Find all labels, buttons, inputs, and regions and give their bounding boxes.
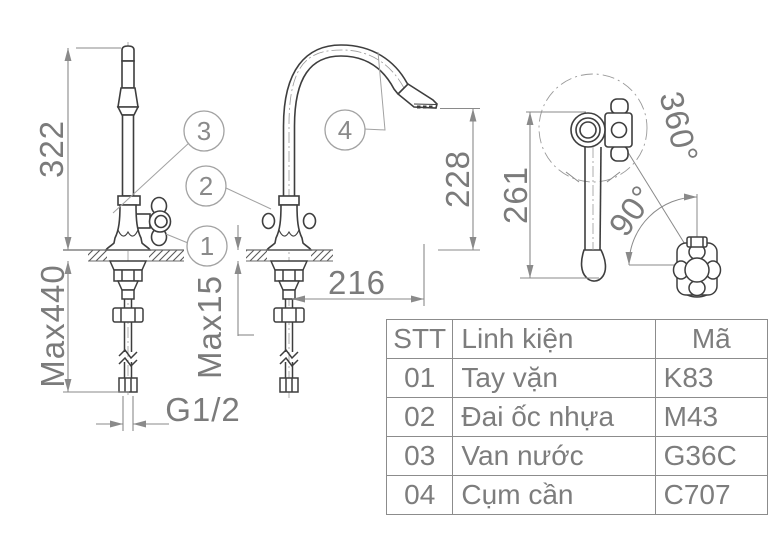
table-row: 01 Tay vặn K83 bbox=[385, 358, 768, 398]
callout-3: 3 bbox=[183, 110, 225, 152]
counter-section-left bbox=[63, 249, 184, 262]
dim-216 bbox=[292, 244, 425, 306]
counter-section-middle bbox=[246, 249, 333, 262]
callout-1: 1 bbox=[186, 225, 228, 267]
part-code: K83 bbox=[654, 358, 768, 398]
handle-top-view bbox=[672, 236, 722, 298]
dim-261-label: 261 bbox=[497, 166, 534, 224]
header-ma: Mã bbox=[654, 319, 768, 359]
angle-90-label: 90° bbox=[601, 178, 662, 243]
dim-max440-label: Max440 bbox=[34, 264, 71, 387]
header-linh-kien: Linh kiện bbox=[452, 319, 656, 359]
callout-3-label: 3 bbox=[197, 116, 211, 146]
dim-216-label: 216 bbox=[328, 264, 386, 301]
dim-max440 bbox=[63, 261, 129, 393]
dim-max15 bbox=[234, 225, 254, 336]
dim-g12-label: G1/2 bbox=[165, 391, 241, 428]
angle-360-label: 360° bbox=[652, 88, 705, 167]
parts-table-header-row: STT Linh kiện Mã bbox=[385, 319, 768, 359]
callout-2-label: 2 bbox=[199, 171, 213, 201]
part-code: M43 bbox=[654, 397, 768, 437]
table-row: 02 Đai ốc nhựa M43 bbox=[385, 397, 768, 437]
callout-leaders bbox=[112, 51, 386, 244]
part-no: 04 bbox=[385, 475, 454, 515]
callout-4-label: 4 bbox=[338, 115, 352, 145]
part-no: 02 bbox=[385, 397, 454, 437]
part-name: Đai ốc nhựa bbox=[452, 397, 656, 437]
parts-table: STT Linh kiện Mã 01 Tay vặn K83 02 Đai ố… bbox=[385, 319, 768, 515]
front-view bbox=[63, 42, 184, 398]
header-stt: STT bbox=[385, 319, 454, 359]
side-view-gooseneck bbox=[246, 44, 438, 398]
dim-228-label: 228 bbox=[439, 150, 476, 208]
dim-261 bbox=[520, 111, 599, 279]
dim-322 bbox=[64, 47, 121, 250]
part-name: Cụm cần bbox=[452, 475, 656, 515]
callout-1-label: 1 bbox=[200, 231, 214, 261]
part-no: 01 bbox=[385, 358, 454, 398]
dim-g12 bbox=[96, 396, 169, 431]
dim-max15-label: Max15 bbox=[191, 275, 228, 379]
table-row: 03 Van nước G36C bbox=[385, 436, 768, 476]
part-no: 03 bbox=[385, 436, 454, 476]
part-name: Tay vặn bbox=[452, 358, 656, 398]
dim-322-label: 322 bbox=[33, 120, 70, 178]
part-name: Van nước bbox=[452, 436, 656, 476]
part-code: C707 bbox=[654, 475, 768, 515]
callout-2: 2 bbox=[185, 165, 227, 207]
part-code: G36C bbox=[654, 436, 768, 476]
top-view bbox=[538, 73, 722, 298]
table-row: 04 Cụm cần C707 bbox=[385, 475, 768, 515]
callout-4: 4 bbox=[324, 109, 366, 151]
dim-228 bbox=[438, 107, 480, 251]
